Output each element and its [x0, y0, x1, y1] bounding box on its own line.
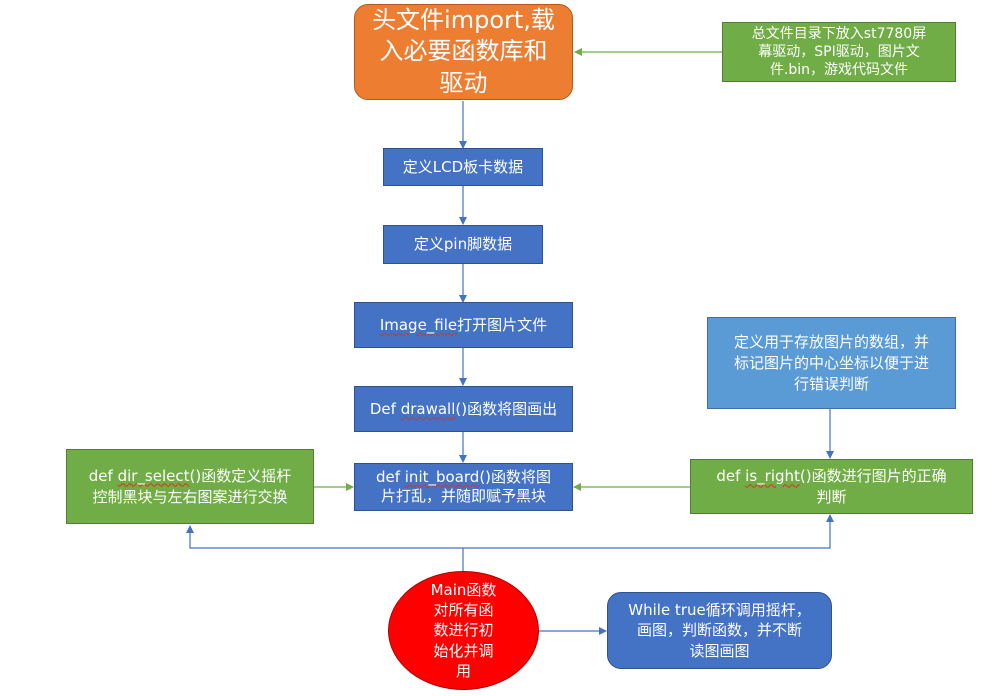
import-box: 头文件import,载 入必要函数库和 驱动	[354, 4, 573, 100]
main-line-2: 对所有函	[433, 601, 494, 620]
main-line-3: 数进行初	[433, 621, 494, 640]
import-line-3: 驱动	[439, 68, 488, 97]
dir-select-text-1: ()函数定义摇杆	[189, 466, 292, 485]
files-note-box: 总文件目录下放入st7780屏 幕驱动，SPI驱动，图片文 件.bin，游戏代码…	[722, 22, 956, 82]
drawall-label: Def drawall()函数将图画出	[370, 399, 557, 419]
is-right-text-1: ()函数进行图片的正确	[799, 467, 947, 486]
dir-select-code: dir_select	[117, 466, 190, 485]
is-right-prefix: def	[716, 467, 746, 486]
files-note-line-2: 幕驱动，SPI驱动，图片文	[758, 43, 920, 60]
files-note-line-3: 件.bin，游戏代码文件	[769, 62, 909, 79]
init-board-text-1: ()函数将图	[479, 467, 552, 486]
pin-box: 定义pin脚数据	[383, 225, 543, 264]
while-line-2: 画图，判断函数，并不断	[636, 621, 802, 640]
is-right-line-2: 判断	[816, 487, 847, 506]
lcd-label: 定义LCD板卡数据	[402, 157, 524, 176]
init-board-code: init_board	[404, 467, 480, 486]
array-box: 定义用于存放图片的数组，并 标记图片的中心坐标以便于进 行错误判断	[707, 317, 956, 409]
image-file-label: Image_file打开图片文件	[380, 315, 547, 335]
import-line-2: 入必要函数库和	[379, 37, 548, 66]
array-line-3: 行错误判断	[793, 374, 869, 393]
image-file-code: Image_file	[379, 315, 458, 334]
dir-select-line-1: def dir_select()函数定义摇杆	[89, 466, 291, 487]
drawall-text: ()函数将图画出	[455, 399, 558, 418]
is-right-line-1: def is_right()函数进行图片的正确	[716, 466, 946, 486]
dir-select-line-2: 控制黑块与左右图案进行交换	[92, 487, 288, 506]
main-ellipse: Main函数 对所有函 数进行初 始化并调 用	[388, 571, 539, 690]
array-line-1: 定义用于存放图片的数组，并	[733, 332, 929, 351]
drawall-code: drawall	[400, 399, 456, 418]
drawall-box: Def drawall()函数将图画出	[354, 386, 573, 432]
is-right-code: is_right	[745, 467, 800, 486]
init-board-line-1: def init_board()函数将图	[376, 468, 551, 488]
init-board-box: def init_board()函数将图 片打乱，并随即赋予黑块	[354, 463, 573, 511]
arrow-main-to-dirselect	[186, 525, 464, 572]
image-file-box: Image_file打开图片文件	[354, 302, 573, 348]
main-line-1: Main函数	[430, 580, 497, 599]
files-note-line-1: 总文件目录下放入st7780屏	[751, 25, 927, 42]
is-right-box: def is_right()函数进行图片的正确 判断	[690, 459, 973, 514]
while-box: While true循环调用摇杆， 画图，判断函数，并不断 读图画图	[607, 592, 832, 669]
array-line-2: 标记图片的中心坐标以便于进	[733, 353, 929, 372]
import-line-1: 头文件import,载	[372, 6, 555, 35]
pin-label: 定义pin脚数据	[413, 235, 513, 254]
init-board-prefix: def	[375, 467, 405, 486]
while-line-3: 读图画图	[689, 641, 750, 660]
while-line-1: While true循环调用摇杆，	[628, 601, 811, 620]
main-line-4: 始化并调	[433, 641, 494, 660]
image-file-text: 打开图片文件	[457, 315, 548, 334]
arrow-main-to-isright	[463, 514, 834, 549]
main-line-5: 用	[455, 661, 471, 680]
lcd-box: 定义LCD板卡数据	[383, 148, 543, 186]
drawall-prefix: Def	[369, 399, 401, 418]
init-board-line-2: 片打乱，并随即赋予黑块	[380, 487, 546, 505]
dir-select-prefix: def	[88, 466, 118, 485]
dir-select-box: def dir_select()函数定义摇杆 控制黑块与左右图案进行交换	[66, 449, 314, 524]
